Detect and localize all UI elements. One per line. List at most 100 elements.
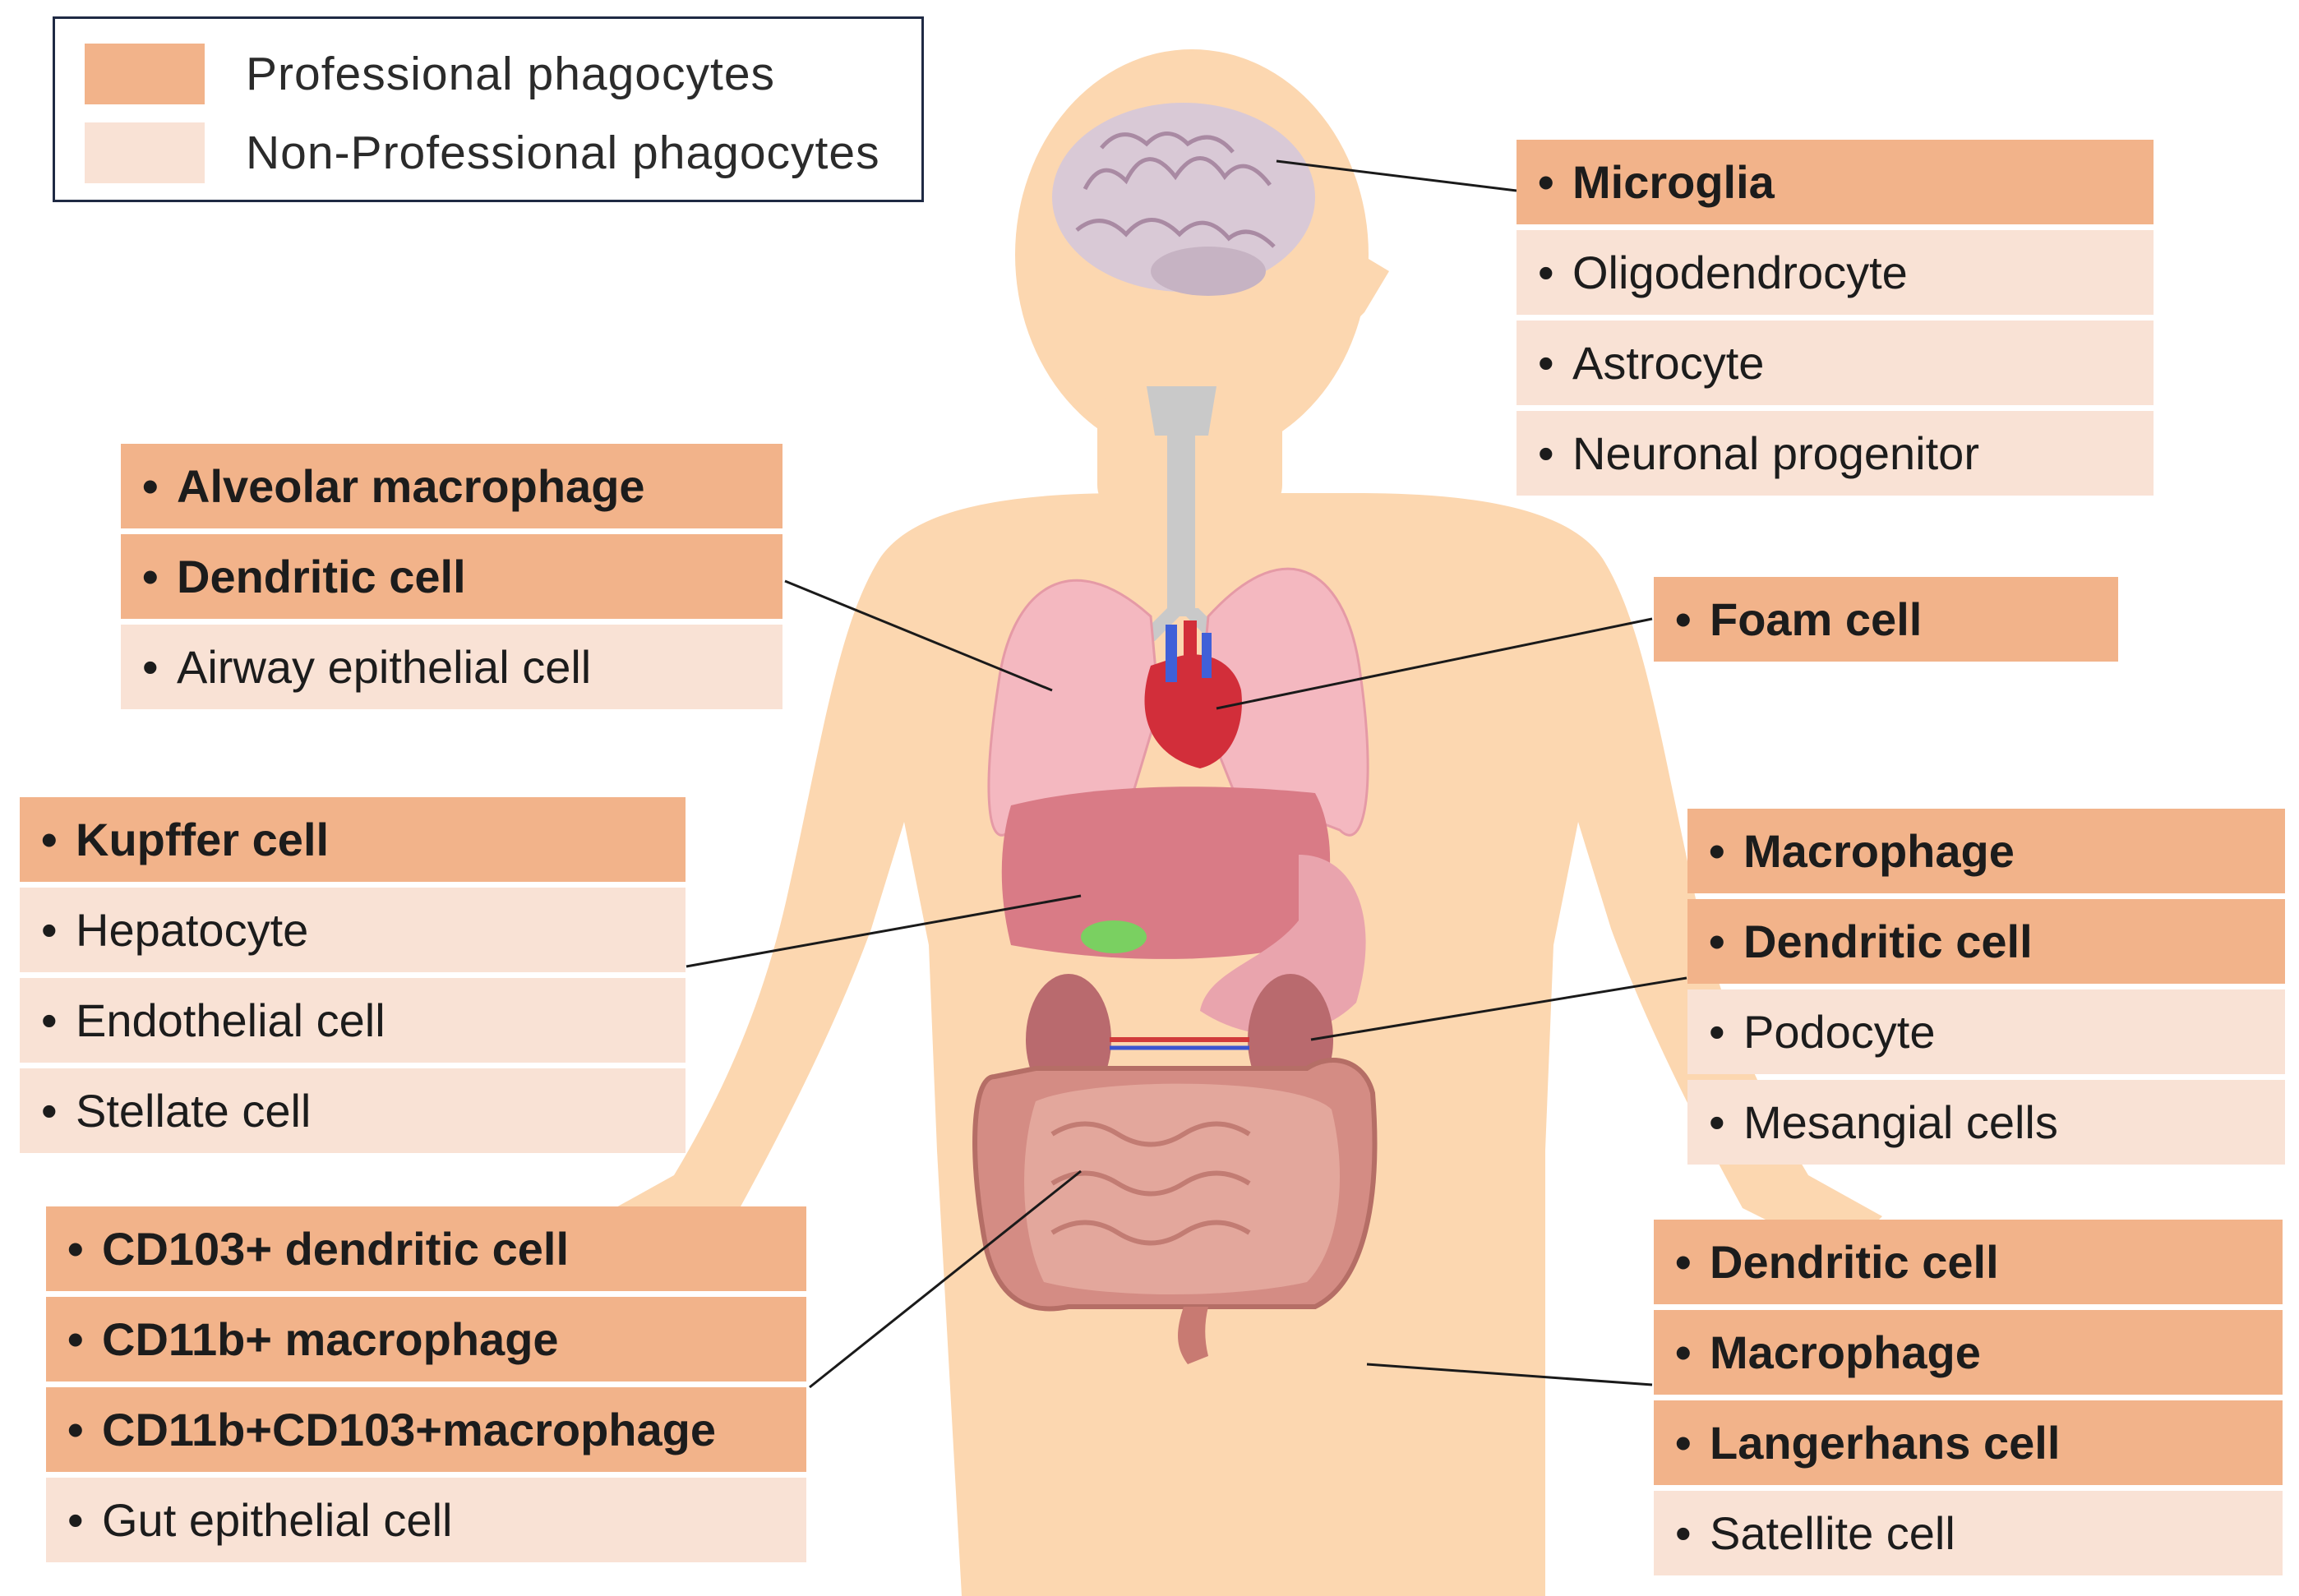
cell-type-professional: • CD103+ dendritic cell xyxy=(46,1206,806,1291)
cell-type-label: Kupffer cell xyxy=(76,814,330,865)
cell-type-professional: • Foam cell xyxy=(1654,577,2118,662)
panel-gut: • CD103+ dendritic cell • CD11b+ macrophage… xyxy=(46,1206,806,1568)
cell-type-non-professional: • Airway epithelial cell xyxy=(121,625,782,709)
cell-type-non-professional: • Gut epithelial cell xyxy=(46,1478,806,1562)
cell-type-label: CD103+ dendritic cell xyxy=(102,1223,570,1275)
bullet-icon: • xyxy=(1675,1417,1692,1469)
heart-illustration xyxy=(1144,620,1242,768)
cell-type-non-professional: • Hepatocyte xyxy=(20,888,686,972)
bullet-icon: • xyxy=(142,460,159,512)
cell-type-label: Foam cell xyxy=(1710,593,1923,645)
bullet-icon: • xyxy=(1709,1006,1725,1058)
cell-type-label: Dendritic cell xyxy=(1743,916,2033,967)
bullet-icon: • xyxy=(67,1494,84,1546)
cell-type-professional: • Dendritic cell xyxy=(1687,899,2285,984)
panel-liver: • Kupffer cell • Hepatocyte • Endothelial cel… xyxy=(20,797,686,1159)
cell-type-label: Microglia xyxy=(1572,156,1775,208)
bullet-icon: • xyxy=(1709,825,1725,877)
cell-type-label: Airway epithelial cell xyxy=(177,641,592,693)
cell-type-label: Podocyte xyxy=(1743,1006,1936,1058)
bullet-icon: • xyxy=(1538,247,1554,298)
cell-type-non-professional: •Astrocyte xyxy=(1517,321,2154,405)
liver-illustration xyxy=(1001,786,1366,1035)
leader-line-skin xyxy=(1366,1363,1653,1386)
panel-kidney: • Macrophage • Dendritic cell • Podocyte • Mesa… xyxy=(1687,809,2285,1170)
bullet-icon: • xyxy=(142,551,159,602)
cell-type-professional: • Macrophage xyxy=(1687,809,2285,893)
panel-heart: • Foam cell xyxy=(1654,577,2118,667)
cell-type-label: Dendritic cell xyxy=(177,551,466,602)
cell-type-label: Endothelial cell xyxy=(76,994,385,1046)
bullet-icon: • xyxy=(1675,1326,1692,1378)
cell-type-label: Alveolar macrophage xyxy=(177,460,645,512)
cell-type-non-professional: • Podocyte xyxy=(1687,989,2285,1074)
cell-type-label: CD11b+CD103+macrophage xyxy=(102,1404,717,1455)
cell-type-label: Dendritic cell xyxy=(1710,1236,1999,1288)
bullet-icon: • xyxy=(41,1085,58,1137)
cell-type-non-professional: • Stellate cell xyxy=(20,1068,686,1153)
leader-line-brain xyxy=(1276,159,1517,192)
cell-type-label: Satellite cell xyxy=(1710,1507,1955,1559)
bullet-icon: • xyxy=(41,814,58,865)
cell-type-professional: • Langerhans cell xyxy=(1654,1400,2283,1485)
cell-type-non-professional: • Endothelial cell xyxy=(20,978,686,1063)
bullet-icon: • xyxy=(1709,1096,1725,1148)
bullet-icon: • xyxy=(142,641,159,693)
bullet-icon: • xyxy=(67,1223,84,1275)
bullet-icon: • xyxy=(1675,1236,1692,1288)
panel-lung: • Alveolar macrophage • Dendritic cell • Airw… xyxy=(121,444,782,715)
leader-line-liver xyxy=(686,894,1082,968)
leader-line-gut xyxy=(809,1169,1082,1389)
cell-type-non-professional: • Oligodendrocyte xyxy=(1517,230,2154,315)
cell-type-label: Macrophage xyxy=(1743,825,2015,877)
cell-type-professional: • Dendritic cell xyxy=(121,534,782,619)
brain-illustration xyxy=(1052,103,1315,296)
cell-type-professional: • Alveolar macrophage xyxy=(121,444,782,528)
panel-brain: •Microglia•Oligodendrocyte•Astrocyte•Neu… xyxy=(1517,140,2154,501)
panel-skin: • Dendritic cell • Macrophage • Langerhans ce… xyxy=(1654,1220,2283,1581)
legend-swatch-non-professional xyxy=(85,122,205,183)
cell-type-non-professional: • Mesangial cells xyxy=(1687,1080,2285,1165)
cell-type-professional: • Kupffer cell xyxy=(20,797,686,882)
bullet-icon: • xyxy=(1538,427,1554,479)
leader-line-lung xyxy=(784,579,1053,692)
legend-item-non-professional: Non-Professional phagocytes xyxy=(85,122,880,183)
bullet-icon: • xyxy=(1538,337,1554,389)
cell-type-label: Macrophage xyxy=(1710,1326,1981,1378)
bullet-icon: • xyxy=(1709,916,1725,967)
cell-type-professional: • Microglia xyxy=(1517,140,2154,224)
bullet-icon: • xyxy=(67,1313,84,1365)
leader-line-heart xyxy=(1216,617,1653,710)
cell-type-non-professional: • Satellite cell xyxy=(1654,1491,2283,1575)
lungs-illustration xyxy=(987,567,1369,837)
cell-type-label: Hepatocyte xyxy=(76,904,309,956)
cell-type-label: Neuronal progenitor xyxy=(1572,427,1979,479)
cell-type-professional: • CD11b+CD103+macrophage xyxy=(46,1387,806,1472)
cell-type-label: Oligodendrocyte xyxy=(1572,247,1908,298)
trachea-illustration xyxy=(1134,386,1231,641)
cell-type-label: Langerhans cell xyxy=(1710,1417,2061,1469)
bullet-icon: • xyxy=(1675,1507,1692,1559)
leader-line-kidney xyxy=(1310,976,1687,1041)
legend-label-professional: Professional phagocytes xyxy=(246,48,776,100)
cell-type-label: Gut epithelial cell xyxy=(102,1494,453,1546)
cell-type-professional: • Dendritic cell xyxy=(1654,1220,2283,1304)
leader-lines xyxy=(686,159,1687,1389)
cell-type-label: CD11b+ macrophage xyxy=(102,1313,559,1365)
legend-label-non-professional: Non-Professional phagocytes xyxy=(246,127,880,179)
intestines-illustration xyxy=(972,1058,1378,1364)
legend-item-professional: Professional phagocytes xyxy=(85,44,775,104)
bullet-icon: • xyxy=(41,994,58,1046)
legend-swatch-professional xyxy=(85,44,205,104)
cell-type-label: Mesangial cells xyxy=(1743,1096,2058,1148)
cell-type-non-professional: • Neuronal progenitor xyxy=(1517,411,2154,496)
bullet-icon: • xyxy=(1675,593,1692,645)
cell-type-professional: • CD11b+ macrophage xyxy=(46,1297,806,1382)
bullet-icon: • xyxy=(41,904,58,956)
bullet-icon: • xyxy=(67,1404,84,1455)
bullet-icon: • xyxy=(1538,156,1554,208)
cell-type-label: Stellate cell xyxy=(76,1085,312,1137)
legend: Professional phagocytes Non-Professional… xyxy=(53,16,924,202)
